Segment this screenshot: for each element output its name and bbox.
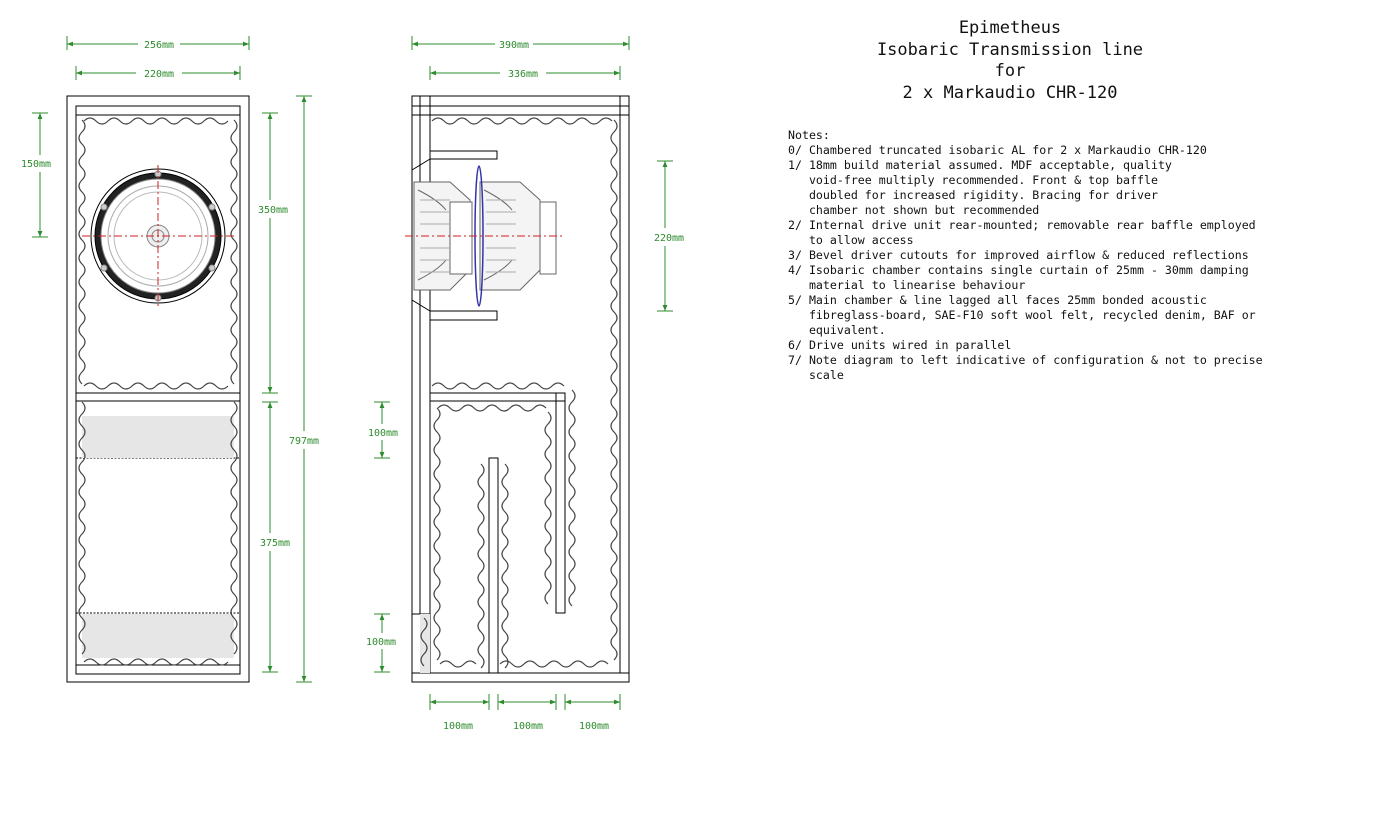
dim-line-width-2: 100mm (513, 721, 543, 732)
notes-heading: Notes: (788, 128, 830, 142)
front-lagging-mid (83, 382, 229, 390)
dimension-labels: 256mm 220mm 150mm 350mm 797mm 375mm 390m… (21, 40, 684, 732)
front-cabinet-inner (75, 105, 241, 675)
note-line: 5/ Main chamber & line lagged all faces … (788, 293, 1207, 307)
note-line: 7/ Note diagram to left indicative of co… (788, 353, 1263, 367)
title-block: Epimetheus Isobaric Transmission line fo… (820, 18, 1200, 104)
dim-line-bottom-gap: 100mm (366, 637, 396, 648)
note-line: fibreglass-board, SAE-F10 soft wool felt… (788, 308, 1256, 322)
note-line: 4/ Isobaric chamber contains single curt… (788, 263, 1249, 277)
front-lagging-bottom (83, 658, 229, 666)
note-line: 2/ Internal drive unit rear-mounted; rem… (788, 218, 1256, 232)
dim-front-width-outer: 256mm (144, 40, 174, 51)
title-line-3: for (994, 61, 1026, 81)
dim-side-depth-inner: 336mm (508, 69, 538, 80)
dim-line-top-gap: 100mm (368, 428, 398, 439)
front-lagging-panel-lower (82, 614, 234, 658)
driver-chamber-bottom (429, 310, 498, 321)
note-line: 3/ Bevel driver cutouts for improved air… (788, 248, 1249, 262)
dim-lower-chamber: 375mm (260, 538, 290, 549)
dim-total-height: 797mm (289, 436, 319, 447)
dim-front-width-inner: 220mm (144, 69, 174, 80)
dim-driver-offset: 150mm (21, 159, 51, 170)
note-line: doubled for increased rigidity. Bracing … (788, 188, 1158, 202)
title-line-4: 2 x Markaudio CHR-120 (902, 82, 1118, 103)
note-line: chamber not shown but recommended (788, 203, 1040, 217)
title-line-2: Isobaric Transmission line (876, 39, 1144, 60)
front-lagging-top (83, 117, 229, 125)
bevel-cutout (411, 158, 431, 312)
dim-upper-chamber: 350mm (258, 205, 288, 216)
note-line: to allow access (788, 233, 914, 247)
note-line: 6/ Drive units wired in parallel (788, 338, 1012, 352)
front-view (66, 95, 250, 683)
dim-side-depth-outer: 390mm (499, 40, 529, 51)
side-view (405, 95, 630, 683)
dim-driver-chamber: 220mm (654, 233, 684, 244)
dimension-lines (32, 36, 673, 710)
side-lagging (420, 117, 618, 669)
note-line: 1/ 18mm build material assumed. MDF acce… (788, 158, 1172, 172)
note-line: material to linearise behaviour (788, 278, 1026, 292)
dim-line-width-3: 100mm (579, 721, 609, 732)
front-lagging-panel-upper (82, 416, 234, 458)
driver-chamber-top (429, 150, 498, 160)
title-line-1: Epimetheus (958, 18, 1062, 38)
note-line: equivalent. (788, 323, 886, 337)
line-wall-right (555, 392, 566, 614)
front-lagging-right (230, 119, 238, 655)
dim-line-width-1: 100mm (443, 721, 473, 732)
note-line: scale (788, 368, 844, 382)
front-lagging-left (78, 119, 86, 655)
note-line: void-free multiply recommended. Front & … (788, 173, 1158, 187)
line-wall-center (488, 457, 499, 674)
note-line: 0/ Chambered truncated isobaric AL for 2… (788, 143, 1207, 157)
notes-block: Notes: 0/ Chambered truncated isobaric A… (788, 128, 1263, 383)
